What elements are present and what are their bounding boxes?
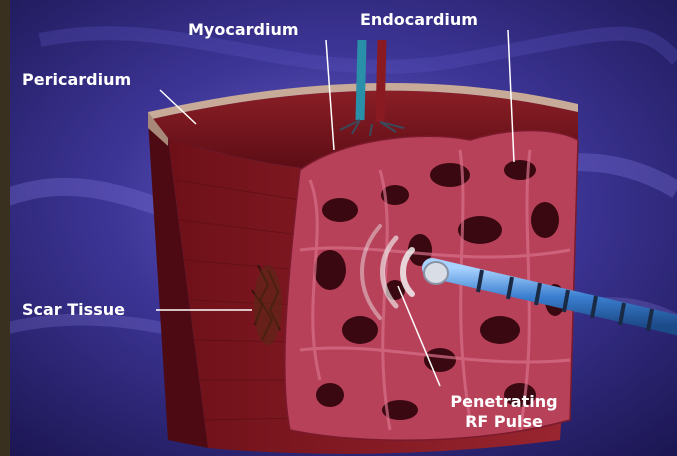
pericardium-label: Pericardium <box>22 70 131 90</box>
rf-pulse-label-line1: Penetrating <box>430 392 578 412</box>
rf-pulse-label-line2: RF Pulse <box>430 412 578 432</box>
myocardium-label: Myocardium <box>188 20 299 40</box>
endocardium-label: Endocardium <box>360 10 478 30</box>
scar-tissue-patch <box>254 265 282 345</box>
scar-tissue-label: Scar Tissue <box>22 300 125 320</box>
rf-pulse-label: Penetrating RF Pulse <box>430 392 578 432</box>
left-edge-strip <box>0 0 10 456</box>
